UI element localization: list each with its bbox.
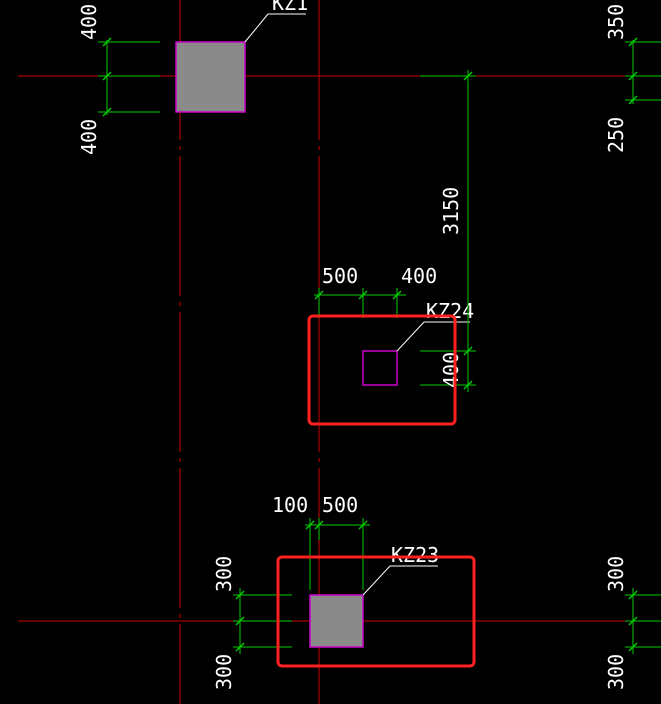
tick bbox=[628, 95, 638, 105]
tick bbox=[628, 642, 638, 652]
column-kz24-leader bbox=[396, 321, 425, 352]
dim-label-kz24-right: 400 bbox=[401, 264, 437, 288]
tick bbox=[463, 380, 473, 390]
column-kz1-tag: KZ1 bbox=[272, 0, 308, 15]
dim-label-right-top-upper: 350 bbox=[604, 4, 628, 40]
tick bbox=[463, 346, 473, 356]
dim-label-left-top-upper: 400 bbox=[77, 4, 101, 40]
highlight-annotations bbox=[276, 314, 476, 668]
tick bbox=[358, 290, 368, 300]
dim-label-kz23-left-lower: 300 bbox=[212, 654, 236, 690]
tick bbox=[358, 520, 368, 530]
dim-label-kz23-offset: 100 bbox=[272, 493, 308, 517]
dim-label-left-top-lower: 400 bbox=[77, 119, 101, 155]
dim-label-vertical-span: 3150 bbox=[439, 187, 463, 235]
dim-label-kz23-width: 500 bbox=[322, 493, 358, 517]
column-kz24-body[interactable] bbox=[362, 350, 398, 386]
tick bbox=[102, 37, 112, 47]
column-kz24[interactable]: KZ24 bbox=[362, 299, 474, 386]
tick bbox=[463, 71, 473, 81]
dim-label-right-bottom-upper: 300 bbox=[604, 556, 628, 592]
tick bbox=[102, 107, 112, 117]
column-kz1[interactable]: KZ1 bbox=[175, 0, 308, 113]
tick bbox=[628, 616, 638, 626]
tick bbox=[628, 37, 638, 47]
tick bbox=[235, 616, 245, 626]
tick bbox=[102, 71, 112, 81]
column-kz1-leader bbox=[244, 13, 269, 43]
dim-label-kz24-left: 500 bbox=[322, 264, 358, 288]
axis-grid bbox=[18, 0, 661, 704]
column-kz23-leader bbox=[362, 565, 391, 596]
tick bbox=[392, 290, 402, 300]
tick bbox=[314, 520, 324, 530]
dimension-ticks bbox=[102, 37, 638, 652]
highlight-box-kz23 bbox=[276, 555, 476, 668]
dim-label-right-top-lower: 250 bbox=[604, 117, 628, 153]
dimension-lines bbox=[98, 40, 661, 654]
tick bbox=[628, 71, 638, 81]
column-kz23[interactable]: KZ23 bbox=[309, 543, 439, 648]
column-kz23-body[interactable] bbox=[309, 594, 364, 648]
tick bbox=[235, 642, 245, 652]
column-kz23-tag: KZ23 bbox=[391, 543, 439, 567]
dim-label-kz23-left-upper: 300 bbox=[212, 556, 236, 592]
tick bbox=[235, 590, 245, 600]
column-kz1-body[interactable] bbox=[175, 41, 246, 113]
dim-label-kz24-height: 400 bbox=[439, 352, 463, 388]
column-kz24-tag: KZ24 bbox=[426, 299, 474, 323]
dimension-labels: 400 400 350 250 3150 500 400 400 100 500… bbox=[77, 4, 628, 690]
tick bbox=[305, 520, 315, 530]
tick bbox=[628, 590, 638, 600]
tick bbox=[314, 290, 324, 300]
dim-label-right-bottom-lower: 300 bbox=[604, 654, 628, 690]
highlight-box-kz24 bbox=[307, 314, 457, 426]
